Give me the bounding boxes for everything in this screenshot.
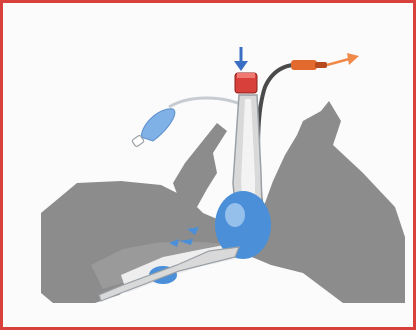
pilot-line xyxy=(169,98,247,107)
epiglottis-shape xyxy=(173,123,227,207)
tube-connector-rim xyxy=(237,73,255,78)
catheter-tip-hub xyxy=(315,62,327,68)
airway-device-illustration xyxy=(3,3,416,333)
pilot-balloon xyxy=(141,109,175,141)
arrow-down-icon xyxy=(234,47,248,71)
upper-cuff-highlight xyxy=(225,203,245,227)
posterior-pharynx-shape xyxy=(239,101,405,303)
arrow-right-icon xyxy=(327,53,359,65)
catheter-tip xyxy=(291,60,317,70)
